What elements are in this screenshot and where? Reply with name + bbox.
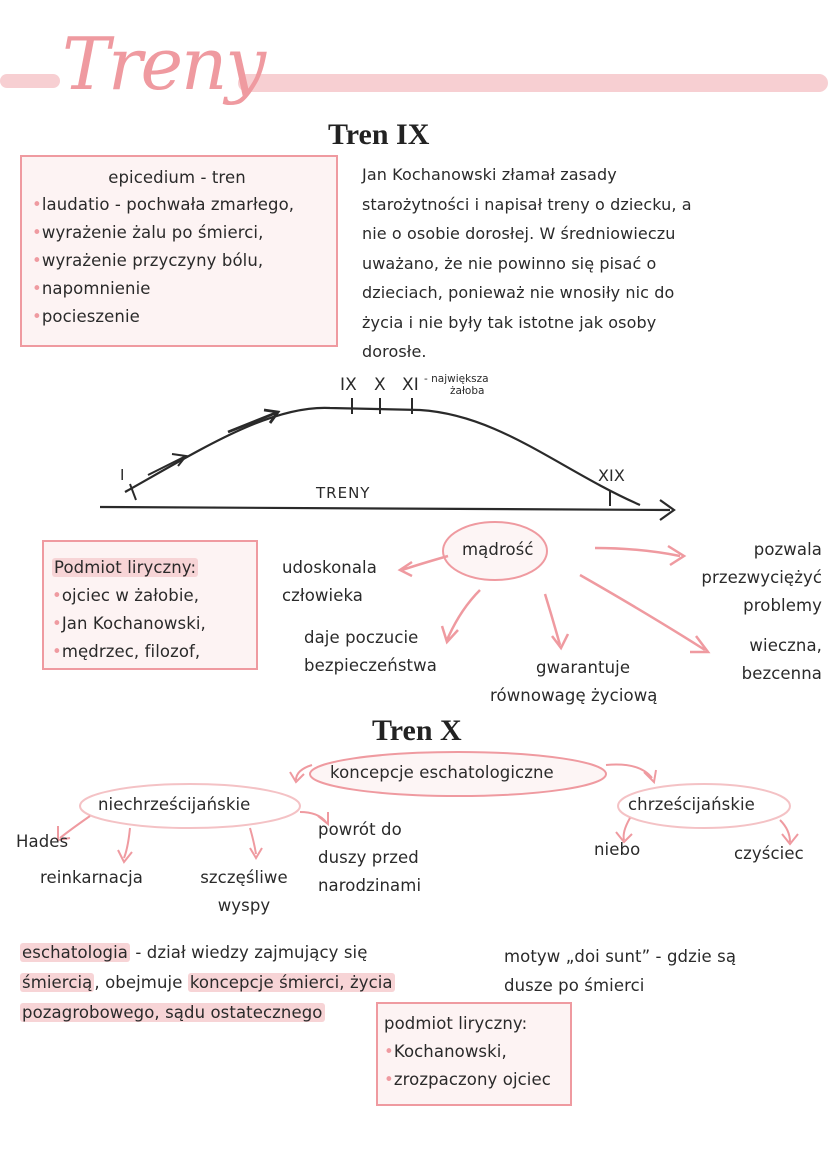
hades-label: Hades bbox=[16, 832, 69, 851]
non-christian-label: niechrześcijańskie bbox=[98, 795, 251, 814]
wisdom-udoskonala: udoskonala człowieka bbox=[282, 558, 377, 605]
wisdom-daje: daje poczucie bezpieczeństwa bbox=[304, 628, 437, 675]
epicedium-item: •pocieszenie bbox=[32, 307, 140, 326]
timeline-marker-i: I bbox=[120, 466, 125, 484]
wisdom-pozwala: pozwala przezwyciężyć problemy bbox=[701, 540, 822, 615]
eschatologia-definition: eschatologia - dział wiedzy zajmujący si… bbox=[20, 943, 395, 1022]
podmiot-box-tren-ix: Podmiot liryczny: •ojciec w żałobie, •Ja… bbox=[42, 540, 258, 670]
christian-oval bbox=[617, 783, 791, 829]
wisdom-gwarantuje: gwarantuje równowagę życiową bbox=[490, 658, 658, 705]
tick-i bbox=[129, 483, 137, 501]
wisdom-wieczna: wieczna, bezcenna bbox=[741, 636, 822, 683]
niebo-label: niebo bbox=[594, 840, 641, 859]
header-bar-left bbox=[0, 74, 60, 88]
podmiot-item: •mędrzec, filozof, bbox=[52, 642, 201, 661]
wisdom-arrows bbox=[397, 544, 711, 654]
rising-arrow-1 bbox=[147, 453, 188, 476]
wisdom-center-label: mądrość bbox=[462, 540, 534, 559]
wisdom-oval bbox=[442, 521, 548, 581]
eschatology-oval bbox=[309, 751, 607, 797]
timeline-marker-xix: XIX bbox=[598, 466, 625, 485]
reinkarnacja-label: reinkarnacja bbox=[40, 868, 144, 887]
podmiot-item: •Kochanowski, bbox=[384, 1042, 507, 1061]
epicedium-item: •wyrażenie żalu po śmierci, bbox=[32, 223, 264, 242]
podmiot-title: podmiot liryczny: bbox=[384, 1014, 528, 1033]
eschatology-center-label: koncepcje eschatologiczne bbox=[330, 763, 554, 782]
epicedium-item: •laudatio - pochwała zmarłego, bbox=[32, 195, 295, 214]
tren-ix-paragraph: Jan Kochanowski złamał zasady starożytno… bbox=[362, 165, 692, 361]
epicedium-item: •wyrażenie przyczyny bólu, bbox=[32, 251, 264, 270]
epicedium-item: •napomnienie bbox=[32, 279, 151, 298]
czysciec-label: czyściec bbox=[734, 844, 804, 863]
podmiot-title: Podmiot liryczny: bbox=[52, 558, 199, 577]
christian-label: chrześcijańskie bbox=[628, 795, 755, 814]
podmiot-box-tren-x: podmiot liryczny: •Kochanowski, •zrozpac… bbox=[376, 1002, 572, 1106]
szczesliwe-wyspy-label: szczęśliwe wyspy bbox=[200, 868, 288, 915]
timeline-marker-x: X bbox=[374, 375, 386, 395]
timeline-axis-arrowhead bbox=[659, 499, 676, 521]
tren-x-heading: Tren X bbox=[372, 714, 462, 747]
eschatology-arrows bbox=[57, 763, 799, 864]
podmiot-item: •zrozpaczony ojciec bbox=[384, 1070, 551, 1089]
page-title: Treny bbox=[62, 22, 266, 106]
powrot-label: powrót do duszy przed narodzinami bbox=[318, 820, 422, 895]
epicedium-box: epicedium - tren •laudatio - pochwała zm… bbox=[20, 155, 338, 347]
rising-arrow-2 bbox=[227, 408, 281, 434]
podmiot-item: •ojciec w żałobie, bbox=[52, 586, 200, 605]
header-bar-right bbox=[238, 74, 828, 92]
tren-ix-heading: Tren IX bbox=[328, 118, 430, 151]
timeline-marker-xi: XI bbox=[402, 375, 419, 395]
motyw-note: motyw „doi sunt” - gdzie są dusze po śmi… bbox=[504, 947, 737, 995]
podmiot-item: •Jan Kochanowski, bbox=[52, 614, 206, 633]
timeline-curve bbox=[124, 406, 641, 507]
timeline-note: - największa żałoba bbox=[424, 373, 489, 397]
epicedium-title: epicedium - tren bbox=[108, 168, 246, 187]
timeline-marker-ix: IX bbox=[340, 375, 357, 395]
non-christian-oval bbox=[79, 783, 301, 829]
timeline-axis bbox=[99, 505, 671, 512]
timeline-axis-label: TRENY bbox=[316, 484, 371, 502]
